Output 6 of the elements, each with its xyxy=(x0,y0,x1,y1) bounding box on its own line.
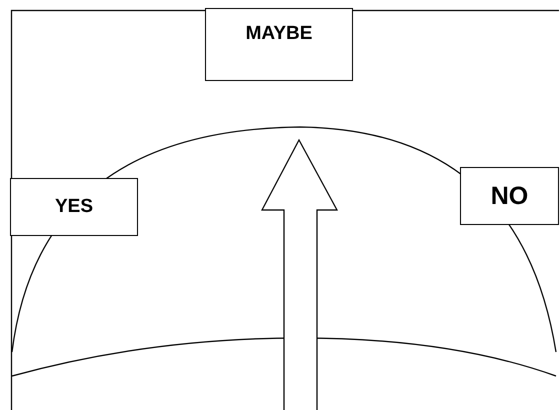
label-box xyxy=(460,167,559,225)
box-label: NO xyxy=(490,182,528,210)
box-label: MAYBE xyxy=(246,23,312,45)
label-box xyxy=(205,8,353,81)
box-label: YES xyxy=(54,196,94,218)
label-box xyxy=(10,178,138,236)
